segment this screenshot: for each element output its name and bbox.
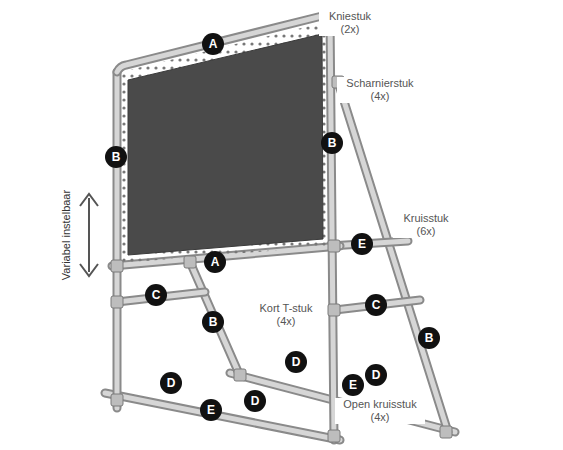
part-label: Kruisstuk (6x) xyxy=(393,212,459,238)
part-label: Open kruisstuk (4x) xyxy=(335,398,425,424)
callout-letter: D xyxy=(365,364,387,386)
callout-letter: B xyxy=(202,311,224,333)
callout-letter: D xyxy=(244,390,266,412)
callout-letter: E xyxy=(342,374,364,396)
callout-letter: E xyxy=(200,399,222,421)
callout-letter: B xyxy=(105,146,127,168)
callout-letter: A xyxy=(204,251,226,273)
callout-letter: D xyxy=(285,351,307,373)
part-label: Kniestuk (2x) xyxy=(319,10,381,36)
callout-letter: D xyxy=(160,372,182,394)
callout-letter: B xyxy=(321,132,343,154)
callout-letter: B xyxy=(418,327,440,349)
part-label: Kort T-stuk (4x) xyxy=(249,302,323,328)
callout-letter: A xyxy=(202,33,224,55)
callout-letter: C xyxy=(145,284,167,306)
part-label: Scharnierstuk (4x) xyxy=(337,77,423,103)
adjust-label: Variabel instelbaar xyxy=(60,188,73,282)
callout-letter: E xyxy=(351,233,373,255)
callout-letter: C xyxy=(365,294,387,316)
